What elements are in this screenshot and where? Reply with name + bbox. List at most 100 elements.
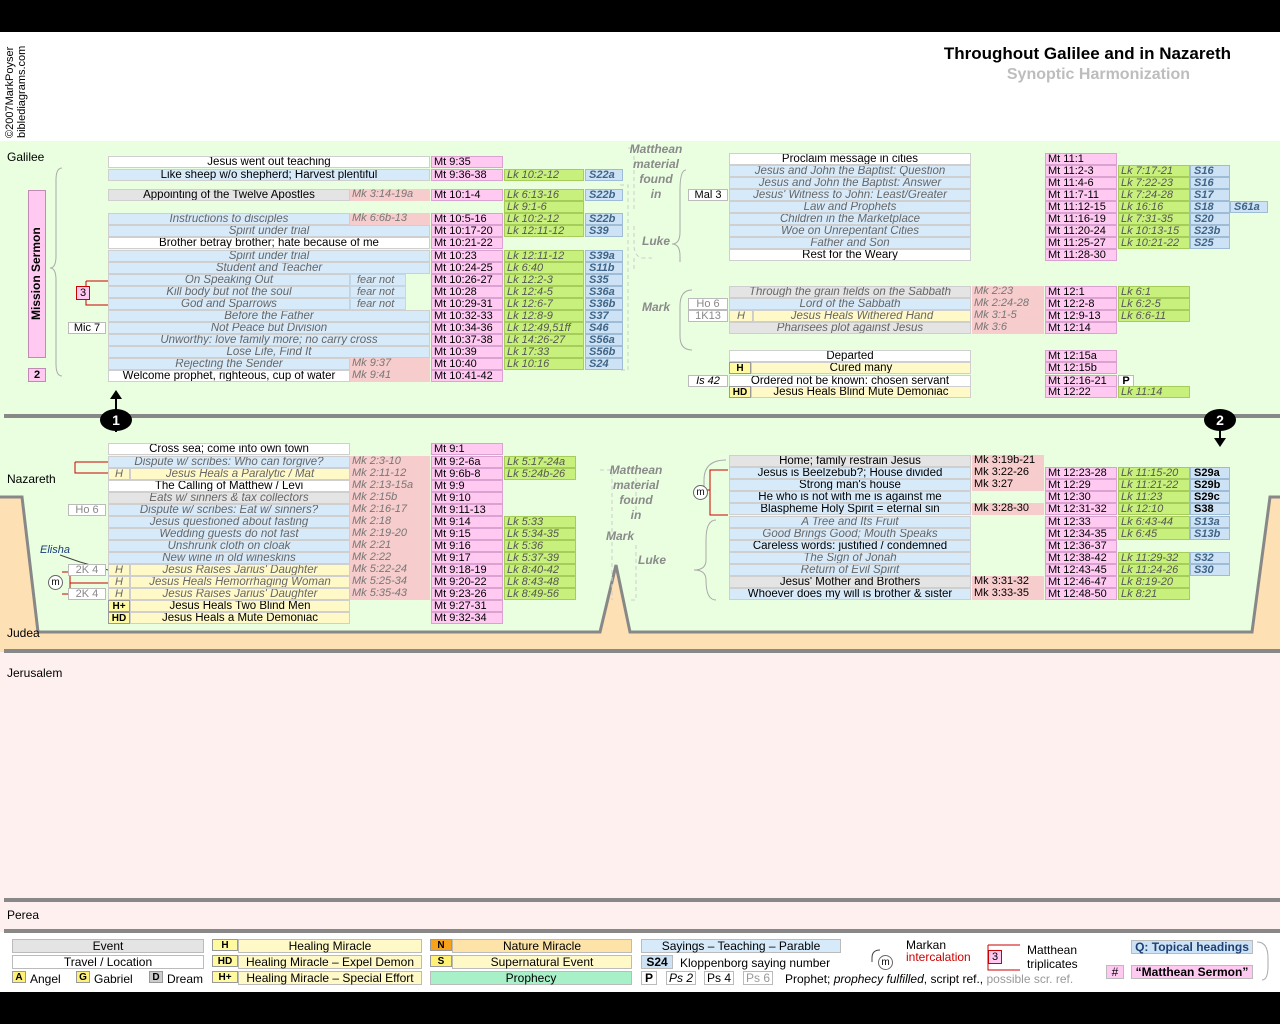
- entry-title: Cross sea; come into own town: [108, 443, 350, 455]
- matthew-reference: Mt 10:21-22: [431, 237, 503, 249]
- q-saying-number: S24: [585, 358, 623, 370]
- matthew-reference: Mt 12:22: [1045, 386, 1117, 398]
- entry-title: Jesus is Beelzebub?; House divided: [729, 467, 971, 479]
- luke-reference: Lk 11:14: [1118, 386, 1190, 398]
- q-saying-number: S13a: [1190, 516, 1230, 528]
- credit: ©2007MarkPoyser biblediagrams.com: [4, 46, 28, 138]
- entry-title: New wine in old wineskins: [108, 552, 350, 564]
- luke-reference: Lk 10:16: [504, 358, 584, 370]
- fear-not-note: fear not: [350, 286, 406, 298]
- markan-intercalation-icon: m: [48, 575, 63, 590]
- side-label-luke-2: Luke: [637, 553, 666, 567]
- entry-title: Law and Prophets: [729, 201, 971, 213]
- entry-title: Pharisees plot against Jesus: [729, 322, 971, 334]
- matthew-reference: Mt 9:11-13: [431, 504, 503, 516]
- matthew-reference: Mt 11:20-24: [1045, 225, 1117, 237]
- side-label-mark: Mark: [641, 300, 670, 314]
- legend-hp: Healing Miracle – Special Effort: [238, 971, 422, 985]
- mark-reference: Mk 9:37: [350, 358, 430, 370]
- matthew-reference: Mt 11:4-6: [1045, 177, 1117, 189]
- entry-title: Jesus questioned about fasting: [108, 516, 350, 528]
- entry-title: The Sign of Jonah: [729, 552, 971, 564]
- matthew-reference: Mt 12:15b: [1045, 362, 1117, 374]
- luke-reference: Lk 12:2-3: [504, 274, 584, 286]
- luke-reference: Lk 10:2-12: [504, 213, 584, 225]
- entry-title: Cured many: [751, 362, 971, 374]
- scripture-ref: Ho 6: [68, 504, 106, 516]
- entry-title: Before the Father: [108, 310, 430, 322]
- mark-reference: Mk 2:24-28: [972, 298, 1044, 310]
- luke-reference: Lk 5:36: [504, 540, 576, 552]
- entry-title: Spirit under trial: [108, 225, 430, 237]
- entry-title: Dispute w/ scribes: Who can forgive?: [108, 456, 350, 468]
- healing-tag: H: [108, 576, 130, 588]
- legend-matthean: Matthean: [1027, 943, 1078, 957]
- matthew-reference: Mt 12:9-13: [1045, 310, 1117, 322]
- entry-title: Dispute w/ scribes: Eat w/ sinners?: [108, 504, 350, 516]
- galilee-divider: [4, 414, 1280, 418]
- side-text: material: [632, 157, 680, 171]
- q-saying-number: S36b: [585, 298, 623, 310]
- jerusalem-divider: [4, 649, 1280, 653]
- matthew-reference: Mt 12:31-32: [1045, 503, 1117, 515]
- mark-reference: Mk 9:41: [350, 370, 430, 382]
- entry-title: Good Brings Good; Mouth Speaks: [729, 528, 971, 540]
- entry-title: Unshrunk cloth on cloak: [108, 540, 350, 552]
- matthew-reference: Mt 10:40: [431, 358, 503, 370]
- legend-sayings: Sayings – Teaching – Parable: [641, 939, 841, 953]
- legend-angel-key: A: [12, 971, 26, 983]
- entry-title: Jesus Heals a Paralytic / Mat: [130, 468, 350, 480]
- region-label-perea: Perea: [7, 908, 40, 922]
- matthew-reference: Mt 11:12-15: [1045, 201, 1117, 213]
- entry-title: Jesus' Witness to John: Least/Greater: [729, 189, 971, 201]
- luke-reference: Lk 6:6-11: [1118, 310, 1190, 322]
- fear-not-note: fear not: [350, 274, 406, 286]
- luke-reference: Lk 12:10: [1118, 503, 1190, 515]
- matthew-reference: Mt 10:41-42: [431, 370, 503, 382]
- q-saying-number: S22b: [585, 213, 623, 225]
- mark-reference: Mk 3:33-35: [972, 588, 1044, 600]
- side-text: in: [650, 187, 662, 201]
- matthew-reference: Mt 12:48-50: [1045, 588, 1117, 600]
- luke-reference: Lk 11:15-20: [1118, 467, 1190, 479]
- legend-travel: Travel / Location: [12, 955, 204, 969]
- legend-fulfilled: prophecy fulfilled: [833, 972, 924, 986]
- luke-reference: Lk 7:31-35: [1118, 213, 1190, 225]
- entry-title: Jesus and John the Baptist: Question: [729, 165, 971, 177]
- ref-mic7: Mic 7: [68, 322, 106, 334]
- luke-reference: Lk 6:1: [1118, 286, 1190, 298]
- entry-title: Wedding guests do not fast: [108, 528, 350, 540]
- q-saying-number: S29a: [1190, 467, 1230, 479]
- luke-reference: Lk 10:2-12: [504, 169, 584, 181]
- legend-angel: Angel: [30, 972, 61, 986]
- scripture-ref: Ho 6: [688, 298, 728, 310]
- luke-reference: Lk 6:13-16: [504, 189, 584, 201]
- matthew-reference: Mt 11:7-11: [1045, 189, 1117, 201]
- side-text: material: [612, 478, 660, 492]
- side-label-matthean-2: Matthean material found in: [608, 463, 664, 523]
- entry-title: Jesus and John the Baptist: Answer: [729, 177, 971, 189]
- entry-title: Jesus Heals Blind Mute Demoniac: [751, 386, 971, 398]
- mark-reference: Mk 5:35-43: [350, 588, 430, 600]
- q-saying-number: S56a: [585, 334, 623, 346]
- matthew-reference: Mt 12:33: [1045, 516, 1117, 528]
- legend-hd: Healing Miracle – Expel Demon: [238, 955, 422, 969]
- matthew-reference: Mt 9:36-38: [431, 169, 503, 181]
- matthew-reference: Mt 11:2-3: [1045, 165, 1117, 177]
- healing-tag: H: [108, 468, 130, 480]
- healing-tag: H: [108, 564, 130, 576]
- perea-divider: [4, 898, 1280, 902]
- legend-triplicates: triplicates: [1027, 957, 1078, 971]
- legend-intercalation: intercalation: [906, 950, 971, 964]
- mark-reference: Mk 2:18: [350, 516, 430, 528]
- legend-possible: possible scr. ref.: [986, 972, 1074, 986]
- q-saying-number: S30: [1190, 564, 1230, 576]
- matthew-reference: Mt 10:28: [431, 286, 503, 298]
- region-label-judea: Judea: [7, 626, 40, 640]
- entry-title: Spirit under trial: [108, 250, 430, 262]
- legend-hp-key: H+: [212, 971, 238, 983]
- legend-topical: Q: Topical headings: [1131, 940, 1253, 954]
- q-saying-number: S37: [585, 310, 623, 322]
- mark-reference: Mk 3:19b-21: [972, 455, 1044, 467]
- healing-tag: H: [729, 310, 753, 322]
